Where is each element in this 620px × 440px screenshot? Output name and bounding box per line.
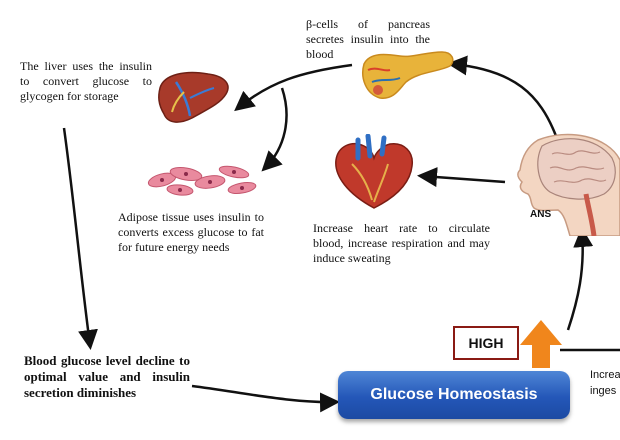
increase-text-clipped-2: inges [590, 385, 617, 397]
arrow-pancreas-to-liver [234, 63, 353, 112]
arrow-blood-glucose-to-homeostasis [191, 384, 340, 413]
beta-cells-label: β-cells of pancreas secretes insulin int… [306, 17, 430, 61]
liver-icon [158, 71, 229, 123]
adipose-tissue-icon [147, 165, 257, 196]
arrow-brain-to-heart [417, 167, 506, 188]
brain-icon [517, 133, 620, 236]
up-arrow-icon [520, 320, 562, 368]
adipose-label: Adipose tissue uses insulin to converts … [118, 210, 264, 254]
pancreas-icon [362, 51, 454, 99]
ans-label: ANS [530, 209, 552, 220]
heart-label: Increase heart rate to circulate blood, … [313, 221, 490, 265]
blood-glucose-label: Blood glucose level decline to optimal v… [24, 353, 190, 400]
arrow-to-ans [566, 227, 594, 331]
heart-icon [335, 134, 413, 209]
increase-text-clipped-1: Increa [590, 369, 620, 381]
arrow-liver-to-blood-glucose [62, 127, 98, 350]
arrow-brain-to-pancreas [447, 55, 558, 137]
arrow-pancreas-to-adipose [261, 87, 288, 172]
high-box: HIGH [453, 326, 519, 360]
liver-label: The liver uses the insulin to convert gl… [20, 59, 152, 103]
glucose-homeostasis-box: Glucose Homeostasis [338, 371, 570, 419]
